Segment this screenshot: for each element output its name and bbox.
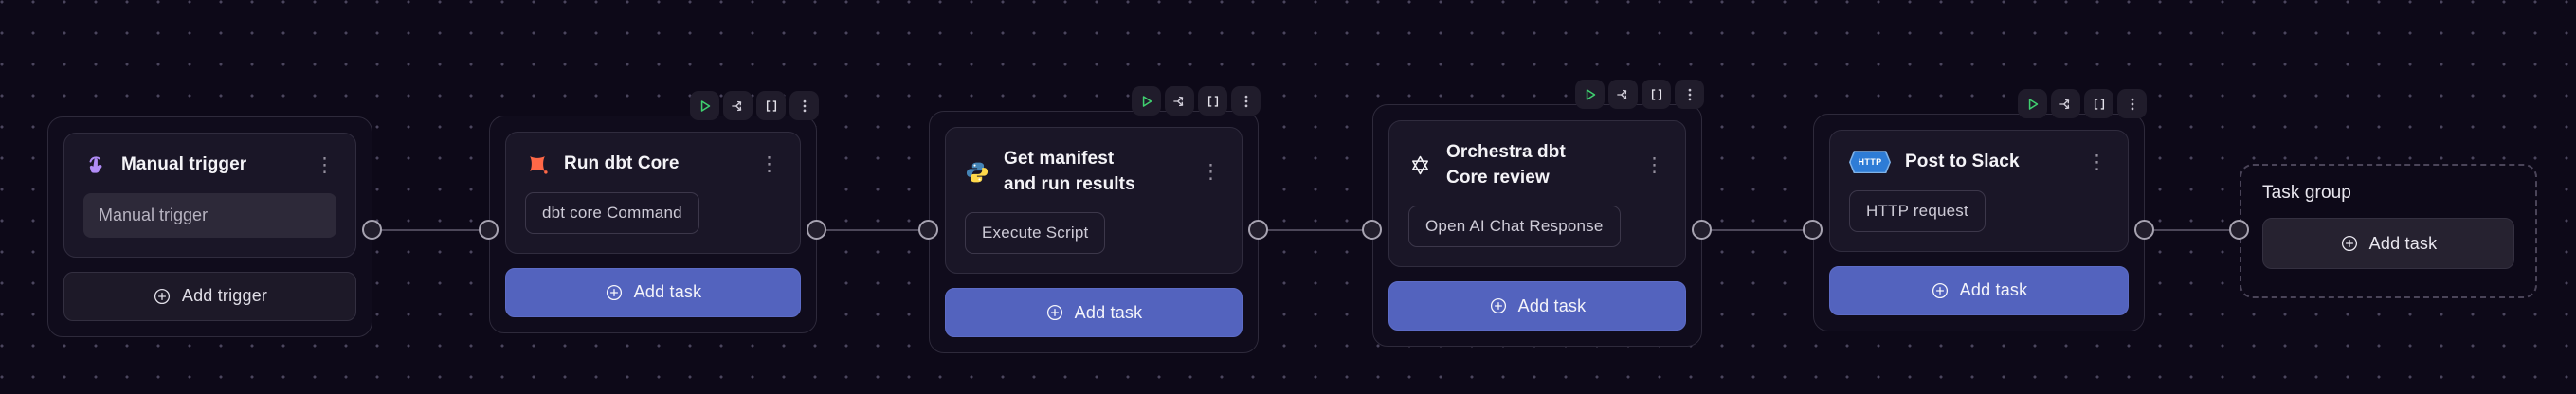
task-type-badge: Open AI Chat Response — [1408, 206, 1621, 248]
node-menu-kebab-icon[interactable]: ⋮ — [759, 152, 779, 175]
plus-circle-icon — [1046, 305, 1062, 321]
brackets-icon — [766, 99, 776, 112]
node-hover-toolbar — [690, 91, 819, 120]
group-add-task-button[interactable]: Add task — [2262, 218, 2514, 269]
task-type-badge: dbt core Command — [525, 191, 699, 234]
trigger-name-field[interactable]: Manual trigger — [83, 192, 336, 238]
output-handle-openai[interactable] — [1692, 220, 1712, 240]
task-node-run-dbt-core[interactable]: Run dbt Core ⋮ dbt core Command Add task — [489, 91, 819, 333]
input-handle-python[interactable] — [918, 220, 938, 240]
play-icon — [1142, 95, 1152, 107]
output-handle-dbt[interactable] — [807, 220, 826, 240]
plus-circle-icon — [2341, 235, 2357, 252]
node-menu-kebab-icon[interactable]: ⋮ — [2087, 150, 2107, 173]
more-options-button[interactable] — [1675, 80, 1704, 109]
add-task-button[interactable]: Add task — [945, 288, 1243, 338]
run-task-button[interactable] — [2018, 89, 2047, 118]
add-task-button[interactable]: Add task — [1829, 265, 2129, 315]
kebab-menu-icon — [1244, 95, 1247, 107]
edge-trigger-to-dbt — [372, 229, 489, 231]
openai-icon — [1408, 153, 1432, 177]
brackets-icon — [1207, 95, 1218, 107]
input-handle-task-group[interactable] — [2229, 220, 2249, 240]
play-icon — [1586, 88, 1595, 100]
add-task-button[interactable]: Add task — [1388, 281, 1686, 331]
branch-connections-button[interactable] — [723, 91, 753, 120]
node-hover-toolbar — [1132, 86, 1261, 116]
task-node-post-to-slack[interactable]: HTTP Post to Slack ⋮ HTTP request Add ta… — [1813, 89, 2147, 331]
node-title: Post to Slack — [1905, 152, 2020, 171]
input-handle-slack[interactable] — [1803, 220, 1823, 240]
node-title: Run dbt Core — [564, 153, 680, 173]
parameters-button[interactable] — [756, 91, 786, 120]
output-handle-trigger[interactable] — [362, 220, 382, 240]
http-icon: HTTP — [1849, 151, 1891, 174]
output-handle-python[interactable] — [1248, 220, 1268, 240]
kebab-menu-icon — [2131, 98, 2133, 110]
branch-connections-button[interactable] — [2051, 89, 2080, 118]
task-type-badge: Execute Script — [965, 212, 1106, 255]
branch-connections-button[interactable] — [1608, 80, 1638, 109]
task-node-get-manifest[interactable]: Get manifest and run results ⋮ Execute S… — [929, 86, 1261, 354]
edge-dbt-to-python — [817, 229, 929, 231]
node-title: Get manifest and run results — [1004, 149, 1135, 194]
input-handle-openai[interactable] — [1362, 220, 1382, 240]
node-menu-kebab-icon[interactable]: ⋮ — [315, 152, 335, 176]
kebab-menu-icon — [1688, 88, 1691, 100]
split-branch-icon — [1616, 89, 1626, 99]
node-title: Orchestra dbt Core review — [1446, 142, 1566, 188]
parameters-button[interactable] — [2084, 89, 2113, 118]
parameters-button[interactable] — [1642, 80, 1671, 109]
plus-circle-icon — [606, 284, 622, 300]
plus-circle-icon — [154, 288, 170, 304]
split-branch-icon — [731, 100, 741, 111]
trigger-node[interactable]: Manual trigger ⋮ Manual trigger Add trig… — [47, 116, 372, 337]
input-handle-dbt[interactable] — [479, 220, 499, 240]
dbt-icon — [525, 152, 550, 176]
branch-connections-button[interactable] — [1165, 86, 1194, 116]
parameters-button[interactable] — [1198, 86, 1227, 116]
split-branch-icon — [1172, 96, 1183, 106]
node-menu-kebab-icon[interactable]: ⋮ — [1644, 153, 1664, 177]
brackets-icon — [2094, 98, 2104, 110]
python-icon — [965, 160, 989, 185]
play-icon — [2028, 98, 2038, 110]
run-task-button[interactable] — [1575, 80, 1605, 109]
edge-openai-to-slack — [1702, 229, 1813, 231]
tap-trigger-icon — [83, 153, 107, 177]
brackets-icon — [1651, 88, 1661, 100]
output-handle-slack[interactable] — [2134, 220, 2154, 240]
edge-python-to-openai — [1259, 229, 1372, 231]
task-card[interactable]: Orchestra dbt Core review ⋮ Open AI Chat… — [1388, 120, 1686, 268]
task-group[interactable]: Task group Add task — [2240, 164, 2537, 298]
kebab-menu-icon — [803, 99, 806, 112]
task-node-orchestra-review[interactable]: Orchestra dbt Core review ⋮ Open AI Chat… — [1372, 80, 1704, 348]
task-group-label: Task group — [2262, 183, 2351, 203]
add-task-button[interactable]: Add task — [505, 267, 801, 317]
node-title: Manual trigger — [121, 154, 247, 174]
plus-circle-icon — [1932, 282, 1948, 298]
node-hover-toolbar — [2018, 89, 2147, 118]
more-options-button[interactable] — [1231, 86, 1261, 116]
task-card[interactable]: HTTP Post to Slack ⋮ HTTP request — [1829, 130, 2129, 252]
trigger-card[interactable]: Manual trigger ⋮ Manual trigger — [63, 133, 356, 258]
task-card[interactable]: Run dbt Core ⋮ dbt core Command — [505, 132, 801, 254]
task-card[interactable]: Get manifest and run results ⋮ Execute S… — [945, 127, 1243, 275]
run-task-button[interactable] — [1132, 86, 1161, 116]
node-menu-kebab-icon[interactable]: ⋮ — [1201, 160, 1221, 184]
more-options-button[interactable] — [2117, 89, 2147, 118]
task-type-badge: HTTP request — [1849, 189, 1986, 232]
run-task-button[interactable] — [690, 91, 719, 120]
more-options-button[interactable] — [789, 91, 819, 120]
play-icon — [700, 99, 710, 112]
split-branch-icon — [2059, 98, 2069, 109]
node-hover-toolbar — [1575, 80, 1704, 109]
edge-slack-to-group — [2145, 229, 2240, 231]
plus-circle-icon — [1490, 298, 1506, 314]
add-trigger-button[interactable]: Add trigger — [63, 271, 356, 321]
